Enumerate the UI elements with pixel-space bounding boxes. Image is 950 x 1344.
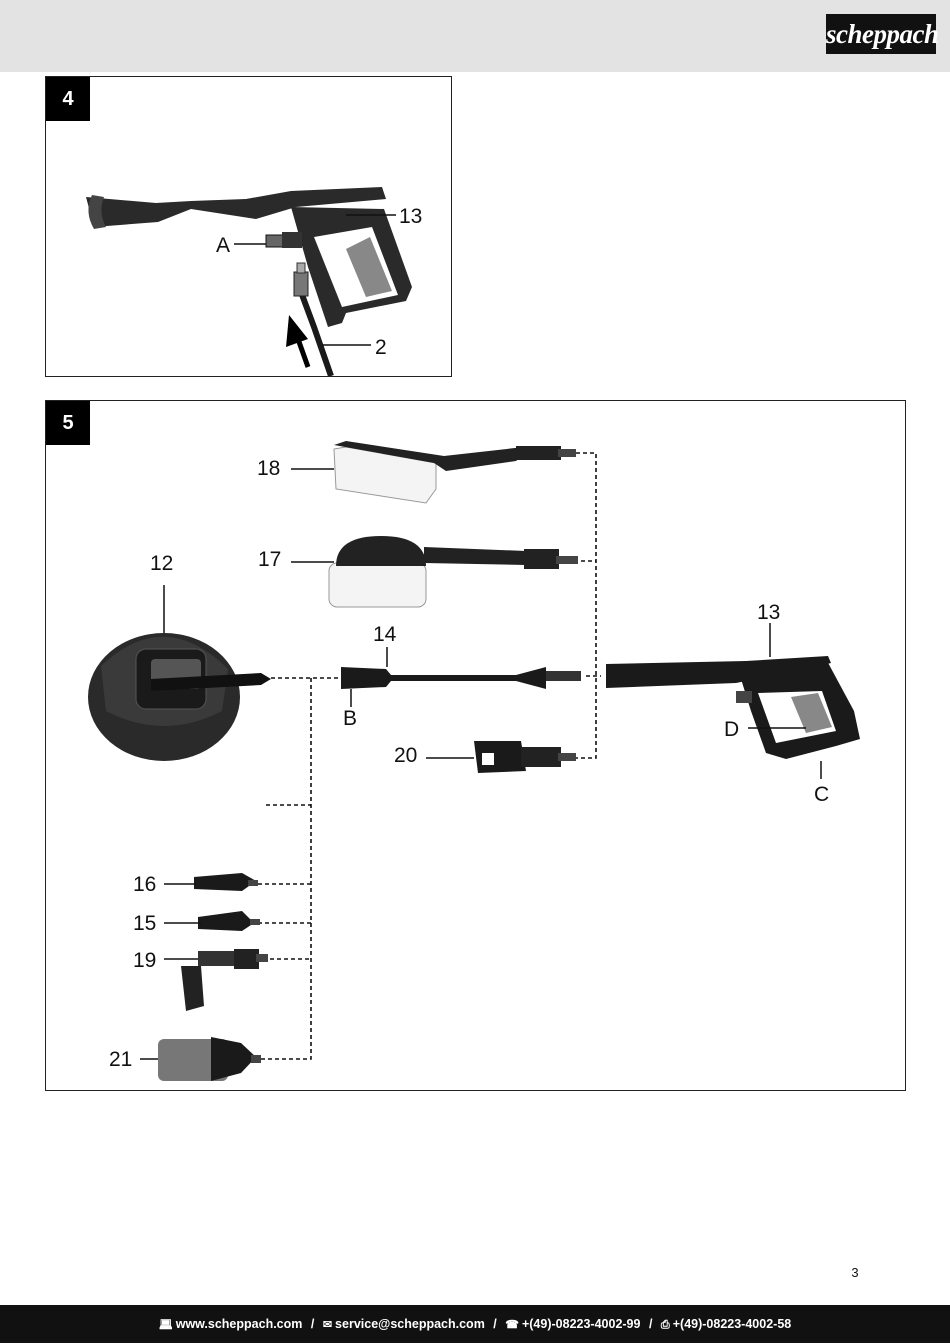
footer-separator: / [310, 1317, 315, 1331]
label-16: 16 [133, 873, 156, 896]
label-15: 15 [133, 912, 156, 935]
phone-icon: ☎︎ [505, 1319, 519, 1331]
label-14: 14 [373, 623, 397, 646]
email-icon: ✉︎ [322, 1319, 333, 1331]
nozzle-15-illustration [198, 911, 260, 931]
foam-bottle-illustration [158, 1037, 261, 1081]
figure-5-illustration: 18 17 12 14 B 20 13 D C 16 15 19 21 [88, 441, 860, 1081]
insert-arrow-icon [286, 315, 311, 368]
scheppach-logo: scheppach [826, 14, 939, 54]
rotary-brush-illustration [328, 536, 578, 608]
label-17: 17 [258, 548, 281, 571]
page-number: 3 [851, 1265, 859, 1280]
fixed-brush-illustration [333, 441, 576, 504]
header-bar: scheppach [0, 0, 950, 72]
connector-dashed-lines [256, 452, 601, 1060]
label-13-fig5: 13 [757, 601, 780, 624]
footer-website-link[interactable]: www.scheppach.com [175, 1317, 303, 1331]
footer-separator: / [493, 1317, 497, 1331]
figure-4-number: 4 [46, 77, 90, 121]
label-21: 21 [109, 1048, 132, 1071]
adapter-illustration [474, 741, 576, 773]
label-b: B [343, 707, 357, 730]
surface-cleaner-illustration [88, 633, 271, 761]
leader-lines [140, 468, 822, 1060]
fax-icon: ⎙︎ [660, 1319, 670, 1331]
label-12: 12 [150, 552, 173, 575]
label-13: 13 [399, 205, 422, 228]
figure-4-illustration: 13 A 2 [86, 187, 422, 376]
figure-4: 13 A 2 4 [45, 76, 452, 377]
angled-nozzle-illustration [181, 949, 268, 1011]
nozzle-16-illustration [194, 873, 258, 891]
trigger-gun-illustration [86, 187, 412, 327]
footer-phone: +(49)-08223-4002-99 [521, 1317, 641, 1331]
figure-5: 18 17 12 14 B 20 13 D C 16 15 19 21 5 [45, 400, 906, 1091]
footer-email-link[interactable]: service@scheppach.com [335, 1317, 485, 1331]
hose-illustration [298, 290, 334, 376]
label-c: C [814, 783, 829, 806]
label-20: 20 [394, 744, 417, 767]
computer-icon: 💻︎ [158, 1319, 173, 1331]
label-18: 18 [257, 457, 280, 480]
footer-bar: 💻︎www.scheppach.com / ✉︎service@scheppac… [0, 1305, 950, 1343]
label-d: D [724, 718, 739, 741]
label-a: A [216, 234, 230, 257]
extension-lance-illustration [341, 667, 581, 689]
footer-fax: +(49)-08223-4002-58 [672, 1317, 792, 1331]
figure-5-number: 5 [46, 401, 90, 445]
trigger-gun-illustration-5 [606, 656, 860, 759]
label-19: 19 [133, 949, 156, 972]
label-2: 2 [375, 336, 387, 359]
footer-separator: / [648, 1317, 653, 1331]
hose-connector [293, 271, 309, 297]
